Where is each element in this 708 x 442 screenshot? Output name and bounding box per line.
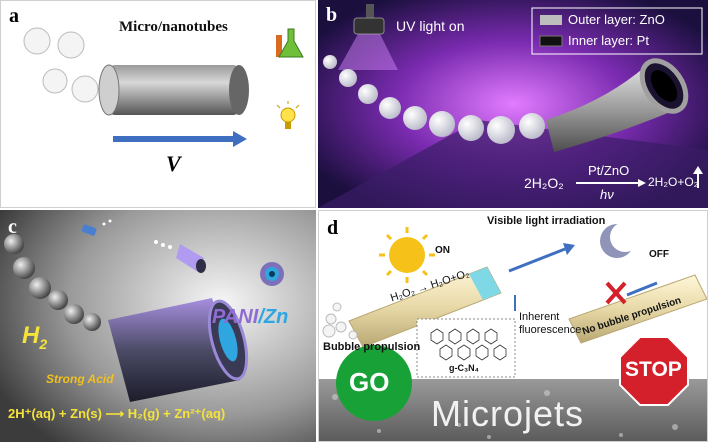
on-text: ON (435, 245, 450, 256)
stop-text: STOP (625, 358, 682, 381)
gc3n4-lattice (430, 328, 507, 361)
go-sign (336, 345, 412, 421)
off-text: OFF (649, 249, 669, 260)
material-label: PANI/Zn (212, 306, 288, 329)
panel-a-title: Micro/nanotubes (119, 19, 228, 35)
panel-label: c (8, 216, 17, 238)
fluorescence-line-1: Inherent (519, 311, 560, 323)
medium-text: Strong Acid (46, 372, 114, 386)
panel-d-art (319, 222, 707, 441)
stop-sign (619, 336, 689, 406)
legend-inner-text: Inner layer: Pt (568, 33, 649, 48)
tube-zn-inner (218, 318, 238, 362)
energy-text: hν (600, 187, 614, 202)
flask-icon (276, 28, 304, 58)
panel-a: a Micro/nanotubes V (0, 0, 316, 208)
hydrogen-subscript: 2 (39, 335, 48, 352)
bubble (42, 68, 68, 94)
equation-text: 2H⁺(aq) + Zn(s) ⟶ H₂(g) + Zn²⁺(aq) (8, 406, 226, 421)
nanotube-end (98, 64, 120, 116)
sun-icon (379, 227, 435, 283)
moon-icon (600, 222, 640, 258)
hydrogen-symbol: H (22, 322, 40, 349)
lightbulb-icon (276, 101, 300, 129)
hydrogen-bubbles (4, 234, 101, 331)
microjet-off (568, 274, 707, 344)
panel-label: d (327, 217, 339, 239)
microjet-cap (469, 267, 501, 300)
gas-up-arrowhead (693, 166, 703, 174)
legend-swatch-outer (540, 15, 562, 25)
tube-inner-layer (650, 70, 678, 102)
legend-outer-text: Outer layer: ZnO (568, 12, 665, 27)
hydrogen-label: H2 (22, 322, 47, 352)
medium-microtube (176, 244, 206, 273)
strip-texture (332, 390, 678, 439)
panel-c: c H2 PANI/Zn Strong Acid 2H⁺(aq) + Zn(s)… (0, 210, 316, 442)
velocity-label: V (166, 151, 181, 176)
fluorescence-line-2: fluorescence (519, 324, 582, 336)
small-dots (102, 219, 172, 249)
irradiation-text: Visible light irradiation (487, 215, 606, 227)
panel-a-art (23, 27, 304, 147)
bubble (57, 31, 85, 59)
front-view-tube (260, 262, 284, 286)
material-text: g-C₃N₄ (449, 363, 479, 373)
panel-b-art (318, 0, 708, 208)
bubble (23, 27, 51, 55)
uv-light-text: UV light on (396, 18, 465, 34)
blocked-arrow (626, 281, 658, 297)
product-text: 2H₂O+O₂ (648, 175, 699, 189)
motion-arrow (508, 247, 566, 273)
bubble-trail (323, 55, 545, 144)
catalyst-text: Pt/ZnO (588, 163, 630, 178)
slash-text: / (258, 306, 264, 328)
nanotube (109, 65, 239, 115)
panel-label: a (9, 5, 19, 27)
zn-text: Zn (263, 306, 289, 328)
panel-b: b UV light on Outer layer: ZnO Inner lay… (318, 0, 708, 208)
cross-icon (605, 281, 627, 305)
bubble (71, 75, 99, 103)
reaction-arrowhead (638, 179, 646, 187)
go-text: GO (349, 367, 390, 397)
panel-c-art (0, 210, 316, 442)
velocity-arrowhead (233, 131, 247, 147)
banner-text: Microjets (431, 393, 585, 434)
legend-box (531, 7, 703, 55)
pani-text: PANI (212, 306, 259, 328)
legend-swatch-inner (539, 35, 563, 47)
motion-arrowhead (563, 243, 575, 255)
panel-label: b (326, 4, 338, 26)
propulsion-bubbles (322, 302, 358, 340)
bubble-propulsion-text: Bubble propulsion (323, 341, 421, 353)
nanotube-open-end (229, 65, 249, 115)
uv-lamp-icon (338, 4, 398, 70)
pani-zn-tube (108, 298, 240, 402)
floor-sheen (318, 120, 708, 208)
structure-box (416, 318, 516, 378)
reactant-text: 2H₂O₂ (524, 175, 564, 191)
panel-d: d Visible light irradiation ON OFF H₂O₂ … (318, 210, 708, 442)
small-microtube (81, 224, 97, 236)
